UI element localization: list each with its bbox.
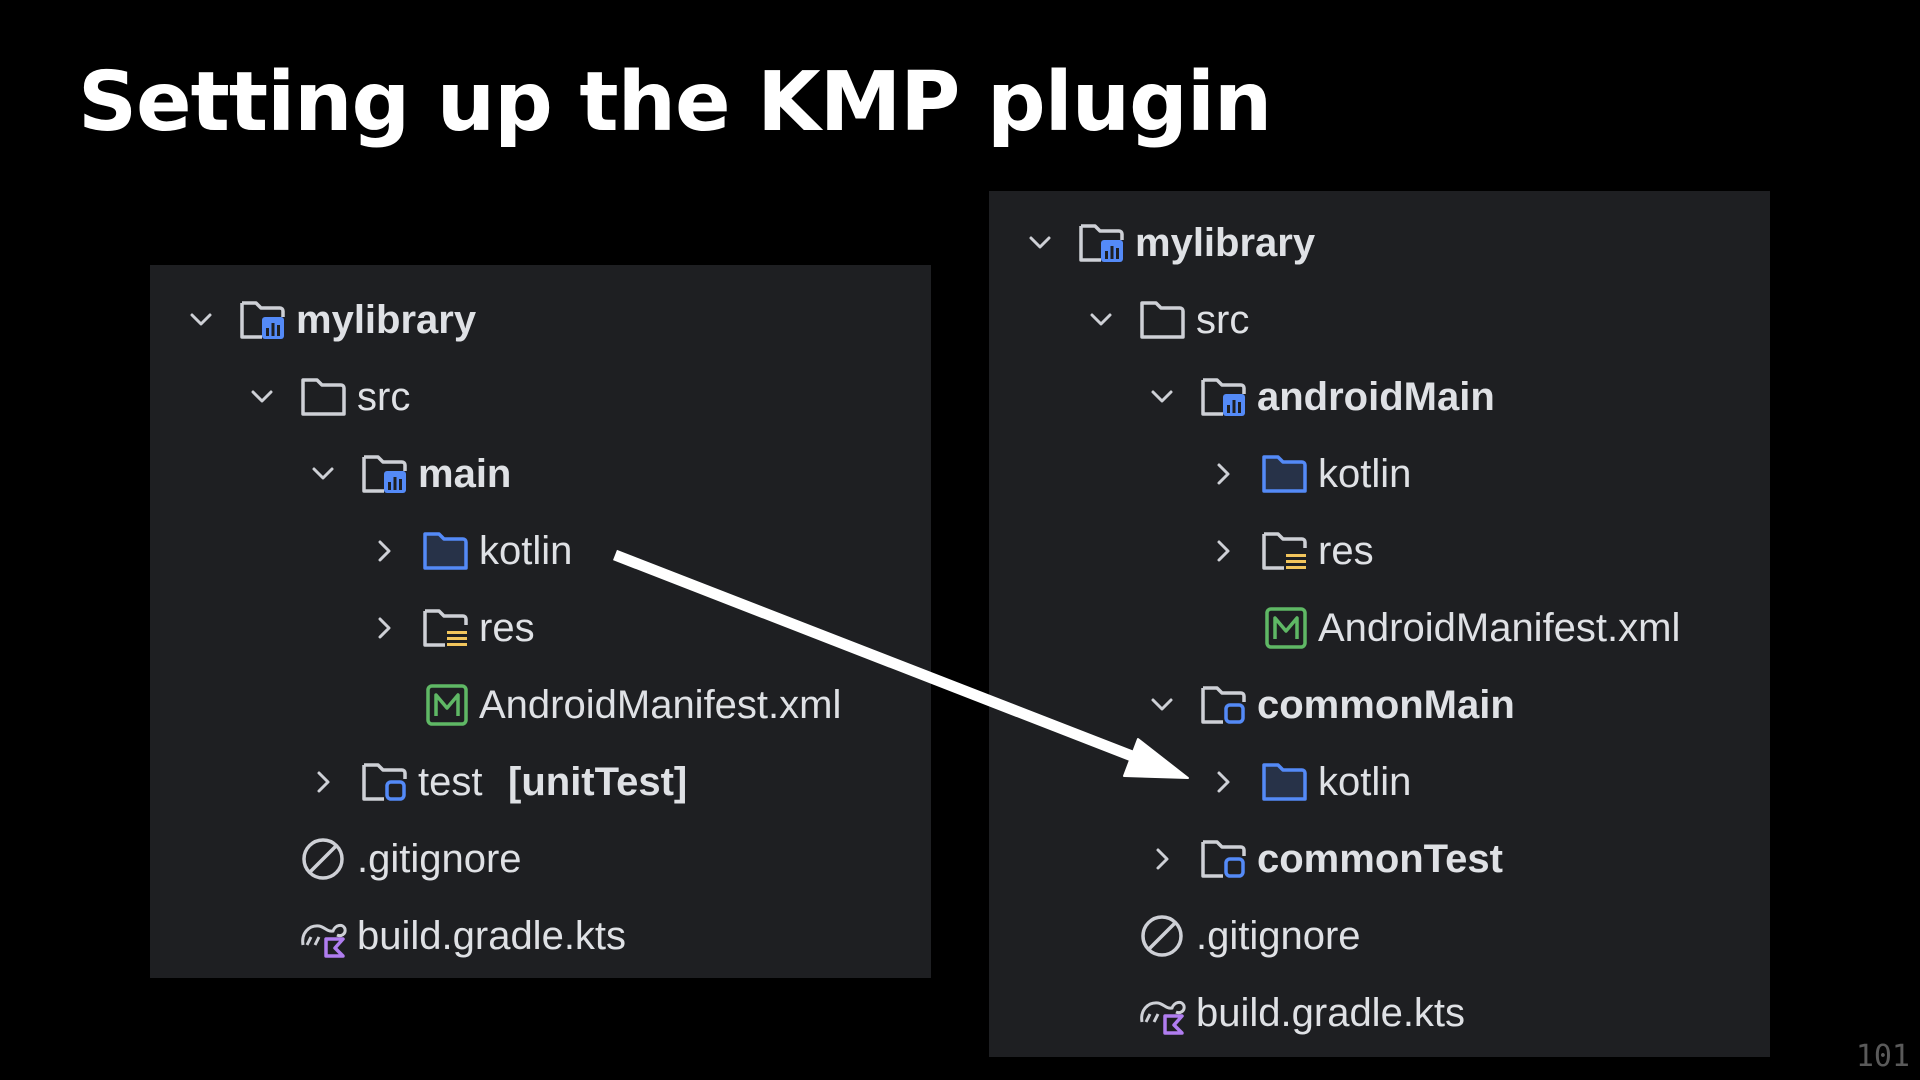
tree-row-label: mylibrary — [296, 298, 477, 342]
chevron-right-icon[interactable] — [1208, 536, 1238, 566]
tree-row-label: .gitignore — [1196, 914, 1361, 958]
chevron-down-icon[interactable] — [186, 305, 216, 335]
module-folder-icon — [1199, 374, 1249, 420]
tree-row-build-gradle[interactable]: build.gradle.kts — [989, 975, 1770, 1051]
tree-row-android-manifest[interactable]: AndroidManifest.xml — [989, 590, 1770, 666]
slide-title: Setting up the KMP plugin — [78, 55, 1272, 150]
chevron-down-icon[interactable] — [1086, 305, 1116, 335]
tree-row-android-manifest[interactable]: AndroidManifest.xml — [150, 667, 931, 743]
chevron-down-icon[interactable] — [308, 459, 338, 489]
manifest-icon — [421, 682, 471, 728]
ignore-icon — [299, 836, 349, 882]
tree-row-gitignore[interactable]: .gitignore — [989, 898, 1770, 974]
tree-row-label: build.gradle.kts — [1196, 991, 1466, 1035]
tree-row-label: .gitignore — [357, 837, 522, 881]
module-folder-icon — [360, 451, 410, 497]
resource-folder-icon — [421, 605, 471, 651]
chevron-down-icon[interactable] — [1147, 382, 1177, 412]
chevron-right-icon[interactable] — [1208, 767, 1238, 797]
tree-row-label: AndroidManifest.xml — [479, 683, 842, 727]
source-folder-icon — [1260, 759, 1310, 805]
folder-icon — [299, 374, 349, 420]
tree-row-res[interactable]: res — [989, 513, 1770, 589]
tree-row-label: commonTest — [1257, 837, 1503, 881]
tree-row-suffix: [unitTest] — [508, 760, 688, 804]
tree-row-label: build.gradle.kts — [357, 914, 627, 958]
tree-row-label: kotlin — [479, 529, 573, 573]
tree-row-label: src — [1196, 298, 1250, 342]
gradle-icon — [299, 913, 349, 959]
tree-row-kotlin[interactable]: kotlin — [989, 436, 1770, 512]
chevron-down-icon[interactable] — [247, 382, 277, 412]
tree-row-label: main — [418, 452, 512, 496]
tree-row-common-main[interactable]: commonMain — [989, 667, 1770, 743]
tree-row-build-gradle[interactable]: build.gradle.kts — [150, 898, 931, 974]
project-tree-panel-single-platform: mylibrary src main kotlin res AndroidMan… — [150, 265, 931, 978]
tree-row-label: androidMain — [1257, 375, 1495, 419]
source-folder-icon — [421, 528, 471, 574]
folder-icon — [1138, 297, 1188, 343]
tree-row-android-main[interactable]: androidMain — [989, 359, 1770, 435]
tree-row-label: src — [357, 375, 411, 419]
chevron-right-icon[interactable] — [308, 767, 338, 797]
chevron-right-icon[interactable] — [369, 536, 399, 566]
tree-row-src[interactable]: src — [150, 359, 931, 435]
tree-row-label: mylibrary — [1135, 221, 1316, 265]
tree-row-label: kotlin — [1318, 452, 1412, 496]
tree-row-gitignore[interactable]: .gitignore — [150, 821, 931, 897]
manifest-icon — [1260, 605, 1310, 651]
chevron-right-icon[interactable] — [1147, 844, 1177, 874]
tree-row-kotlin[interactable]: kotlin — [150, 513, 931, 589]
tree-row-src[interactable]: src — [989, 282, 1770, 358]
project-tree-panel-multiplatform: mylibrary src androidMain kotlin res And… — [989, 191, 1770, 1057]
kmp-folder-icon — [1199, 682, 1249, 728]
resource-folder-icon — [1260, 528, 1310, 574]
tree-row-main[interactable]: main — [150, 436, 931, 512]
chevron-right-icon[interactable] — [369, 613, 399, 643]
tree-row-label: commonMain — [1257, 683, 1515, 727]
test-folder-icon — [360, 759, 410, 805]
chevron-down-icon[interactable] — [1147, 690, 1177, 720]
tree-row-common-kotlin[interactable]: kotlin — [989, 744, 1770, 820]
page-number: 101 — [1855, 1039, 1910, 1074]
tree-row-label: res — [1318, 529, 1374, 573]
module-folder-icon — [1077, 220, 1127, 266]
tree-row-label: res — [479, 606, 535, 650]
chevron-down-icon[interactable] — [1025, 228, 1055, 258]
tree-row-label: kotlin — [1318, 760, 1412, 804]
tree-row-label: test — [418, 760, 483, 804]
tree-row-res[interactable]: res — [150, 590, 931, 666]
tree-row-test[interactable]: test [unitTest] — [150, 744, 931, 820]
kmp-folder-icon — [1199, 836, 1249, 882]
ignore-icon — [1138, 913, 1188, 959]
tree-row-common-test[interactable]: commonTest — [989, 821, 1770, 897]
chevron-right-icon[interactable] — [1208, 459, 1238, 489]
tree-row-mylibrary[interactable]: mylibrary — [989, 205, 1770, 281]
source-folder-icon — [1260, 451, 1310, 497]
gradle-icon — [1138, 990, 1188, 1036]
tree-row-mylibrary[interactable]: mylibrary — [150, 282, 931, 358]
module-folder-icon — [238, 297, 288, 343]
tree-row-label: AndroidManifest.xml — [1318, 606, 1681, 650]
